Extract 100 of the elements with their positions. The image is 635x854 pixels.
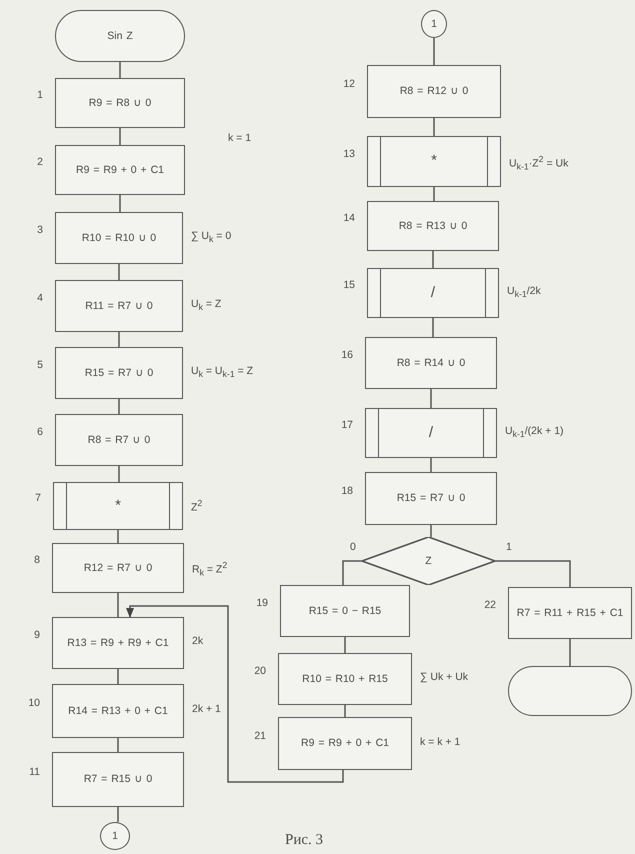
step-number: 18 <box>340 484 353 496</box>
connector-line <box>119 62 121 78</box>
connector-line <box>433 187 435 201</box>
node-text: R11 = R7 ∪ 0 <box>85 298 153 314</box>
annotation: U$_{k}$ = U$_{k-1}$ = Z <box>191 365 254 380</box>
operation-sign: * <box>431 151 437 172</box>
arrow <box>126 605 344 783</box>
step-number: 16 <box>340 349 353 361</box>
process-box <box>367 201 499 251</box>
edge-label: 0 <box>350 541 356 553</box>
step-number: 21 <box>253 730 266 742</box>
annotation: 2k + 1 <box>192 703 221 715</box>
node-text: R7 = R15 ∪ 0 <box>84 772 152 787</box>
step-number: 1 <box>36 89 43 101</box>
process-box <box>508 587 632 639</box>
annotation: ∑ Uk + Uk <box>420 671 468 683</box>
decision-diamond <box>362 537 495 585</box>
operation-sign: / <box>430 282 436 303</box>
step-number: 3 <box>36 224 43 236</box>
connector-line <box>118 332 120 347</box>
node-text: R8 = R12 ∪ 0 <box>400 84 468 99</box>
connector-line <box>569 639 571 666</box>
operation-sign: * <box>115 496 121 516</box>
step-number: 9 <box>33 629 40 641</box>
step-number: 11 <box>28 766 40 778</box>
step-number: 6 <box>36 426 43 438</box>
annotation: U$_{k-1}$/2k <box>507 285 541 300</box>
connector-line <box>117 807 119 822</box>
node-text: R8 = R14 ∪ 0 <box>396 356 466 370</box>
connector-circle <box>100 822 130 850</box>
node-text: R15 = R7 ∪ 0 <box>396 491 466 506</box>
node-text: R9 = R9 + 0 + C1 <box>300 736 389 751</box>
annotation: U$_{k}$ = Z <box>191 298 222 312</box>
edge-label: 1 <box>506 541 512 553</box>
connector-line <box>342 560 362 585</box>
process-box <box>55 347 183 399</box>
node-text: R15 = R7 ∪ 0 <box>84 366 154 380</box>
node-text: 1 <box>431 16 437 32</box>
step-number: 20 <box>253 665 266 677</box>
connector-line <box>119 195 121 212</box>
process-box <box>278 717 412 770</box>
process-box <box>278 653 412 705</box>
connector-line <box>433 38 435 65</box>
step-number: 7 <box>34 492 41 504</box>
connector-line <box>432 251 434 268</box>
node-text: 1 <box>112 828 118 844</box>
step-number: 15 <box>342 279 355 291</box>
process-box <box>280 585 410 637</box>
connector-line <box>117 669 119 684</box>
process-box <box>52 752 184 807</box>
step-number: 14 <box>342 212 355 224</box>
connector-line <box>344 705 346 717</box>
predefined-process-box <box>367 268 499 318</box>
connector-line <box>495 560 571 587</box>
node-text: R14 = R13 + 0 + C1 <box>68 704 168 718</box>
annotation: k = k + 1 <box>420 736 460 748</box>
connector-line <box>118 466 120 482</box>
annotation: ∑ U$_{k}$ = 0 <box>191 230 232 244</box>
process-box <box>52 543 184 593</box>
process-box <box>52 684 184 738</box>
node-text: R8 = R13 ∪ 0 <box>398 218 468 234</box>
step-number: 13 <box>342 148 355 160</box>
process-box <box>55 414 183 466</box>
process-box <box>55 78 185 128</box>
step-number: 4 <box>36 292 43 304</box>
node-text: R12 = R7 ∪ 0 <box>84 560 152 576</box>
process-box <box>365 472 497 525</box>
step-number: 12 <box>342 78 355 90</box>
process-box <box>52 617 184 669</box>
step-number: 22 <box>483 599 496 611</box>
terminal-shape <box>508 666 632 716</box>
annotation: k = 1 <box>228 132 252 144</box>
node-text: Z <box>425 554 432 568</box>
annotation: Z$^{2}$ <box>191 498 202 514</box>
annotation: U$_{k-1}$/(2k + 1) <box>505 425 564 440</box>
node-text: R10 = R10 + R15 <box>302 672 388 686</box>
node-text: R9 = R9 + 0 + C1 <box>76 162 164 178</box>
connector-line <box>118 264 120 280</box>
step-number: 19 <box>255 597 268 609</box>
connector-line <box>117 738 119 752</box>
figure-caption: Рис. 3 <box>285 832 324 849</box>
node-text: Sin Z <box>107 28 133 44</box>
connector-line <box>433 118 435 136</box>
process-box <box>55 145 185 195</box>
node-text: R7 = R11 + R15 + C1 <box>516 606 624 620</box>
predefined-process-box <box>365 408 497 458</box>
connector-line <box>432 318 434 337</box>
node-text: R13 = R9 + R9 + C1 <box>67 636 169 650</box>
predefined-process-box <box>367 136 501 187</box>
connector-line <box>344 637 346 653</box>
connector-circle <box>421 10 447 38</box>
process-box <box>55 212 183 264</box>
node-text: R10 = R10 ∪ 0 <box>82 230 156 246</box>
process-box <box>365 337 497 389</box>
step-number: 5 <box>36 359 43 371</box>
node-text: R9 = R8 ∪ 0 <box>88 96 152 110</box>
terminal-shape <box>55 10 185 62</box>
connector-line <box>430 525 432 537</box>
connector-line <box>430 389 432 408</box>
connector-line <box>117 530 119 543</box>
